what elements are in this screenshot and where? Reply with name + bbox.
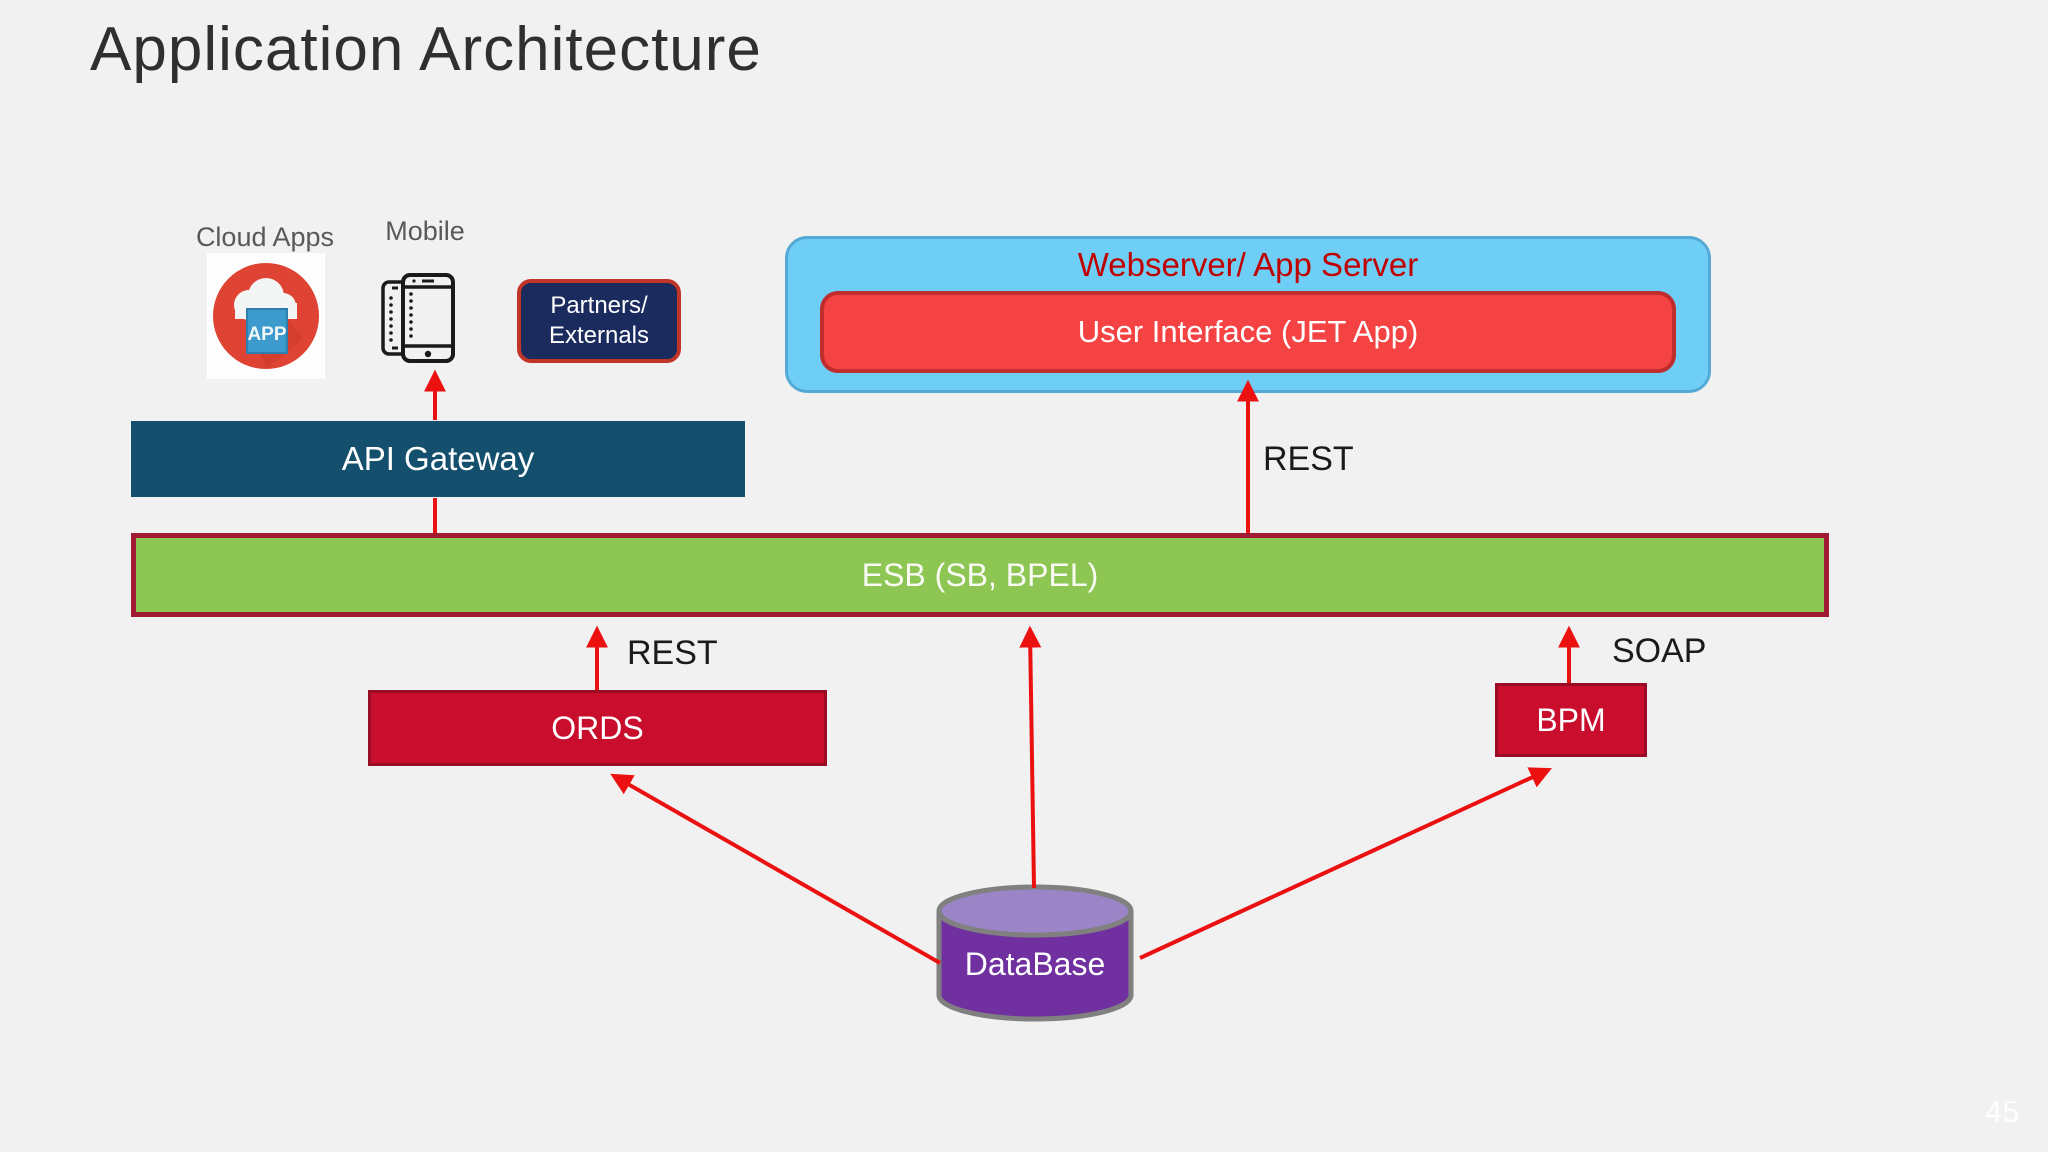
database-cylinder-top xyxy=(936,884,1134,938)
edge-database-to-ords xyxy=(610,773,941,965)
api-gateway-label: API Gateway xyxy=(341,440,535,477)
mobile-phones-icon xyxy=(380,272,455,369)
edge-database-to-bpm xyxy=(1139,767,1552,960)
database-label: DataBase xyxy=(965,946,1106,982)
rest-label-ords: REST xyxy=(627,634,718,672)
api-gateway-node: API Gateway xyxy=(131,421,745,497)
ords-label: ORDS xyxy=(551,709,644,746)
partners-externals-node: Partners/ Externals xyxy=(517,279,681,363)
partners-label-line2: Externals xyxy=(548,322,650,349)
bpm-node: BPM xyxy=(1495,683,1647,757)
mobile-label: Mobile xyxy=(385,216,465,246)
edge-database-to-esb xyxy=(1019,625,1042,889)
page-title: Application Architecture xyxy=(90,15,762,84)
webserver-title: Webserver/ App Server xyxy=(1077,246,1419,283)
user-interface-label: User Interface (JET App) xyxy=(1077,314,1419,349)
esb-node: ESB (SB, BPEL) xyxy=(131,533,1829,617)
database-cylinder-body xyxy=(936,911,1134,1022)
database-node: DataBase xyxy=(933,883,1137,1032)
soap-label-bpm: SOAP xyxy=(1612,632,1707,670)
cloud-apps-label: Cloud Apps xyxy=(195,222,335,252)
cloud-apps-icon: APP xyxy=(207,253,325,384)
esb-label: ESB (SB, BPEL) xyxy=(861,556,1099,593)
webserver-app-server-node: Webserver/ App Server User Interface (JE… xyxy=(785,236,1711,393)
user-interface-node: User Interface (JET App) xyxy=(820,291,1676,373)
rest-label-webserver: REST xyxy=(1263,440,1354,478)
cloud-apps-icon-text: APP xyxy=(247,324,286,345)
partners-label-line1: Partners/ xyxy=(550,292,648,319)
slide-page-number: 45 xyxy=(1985,1094,2020,1129)
ords-node: ORDS xyxy=(368,690,827,766)
bpm-label: BPM xyxy=(1536,701,1606,738)
